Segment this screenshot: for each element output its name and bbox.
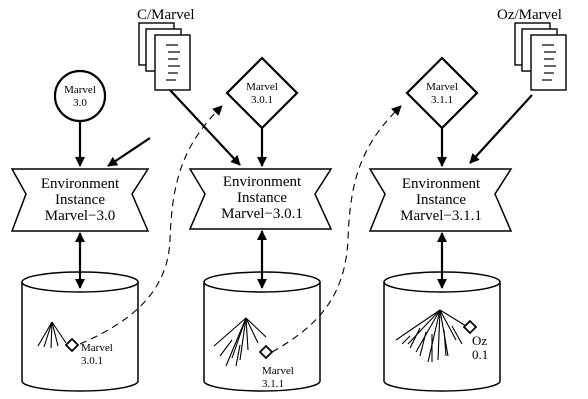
cylinder-body [383, 282, 501, 392]
small-tree-icon [37, 321, 67, 349]
environment-instance-1: Environment Instance Marvel−3.0 [10, 168, 150, 232]
database-1-line1: Marvel [81, 342, 113, 354]
environment-banner-shape [368, 168, 513, 232]
dashed-arrow-db1-to-marvel301 [79, 105, 223, 345]
database-2-line2: 3.1.1 [262, 378, 284, 390]
marvel-3-0-1-node: Marvel 3.0.1 [225, 56, 299, 130]
cylinder-body [21, 282, 139, 392]
environment-1-line3: Marvel−3.0 [45, 208, 116, 224]
c-marvel-source: C/Marvel [137, 7, 195, 91]
marvel-3-0-node: Marvel 3.0 [53, 69, 107, 123]
environment-3-line2: Instance [416, 192, 466, 208]
database-3: Oz 0.1 [383, 271, 501, 392]
database-3-line2: 0.1 [472, 347, 488, 362]
environment-2-line2: Instance [237, 190, 287, 206]
oz-marvel-label: Oz/Marvel [497, 7, 562, 23]
environment-banner-shape [188, 168, 333, 230]
diamond-marker-icon [64, 337, 80, 353]
marvel-3-1-1-node: Marvel 3.1.1 [405, 56, 479, 130]
database-2: Marvel 3.1.1 [203, 271, 321, 392]
arrow-cmarvel-to-env1 [107, 137, 151, 167]
medium-tree-icon [213, 317, 267, 367]
marvel-3-0-1-line1: Marvel [246, 81, 278, 93]
environment-banner-shape [10, 168, 150, 232]
marvel-3-0-line2: 3.0 [73, 97, 87, 109]
solid-arrows [75, 89, 533, 289]
marvel-3-1-1-line1: Marvel [426, 81, 458, 93]
environment-3-line3: Marvel−3.1.1 [400, 208, 482, 224]
database-3-line1: Oz [472, 333, 487, 348]
diamond-node-shape [405, 56, 479, 130]
large-tree-icon [395, 309, 467, 363]
c-marvel-label: C/Marvel [137, 7, 195, 23]
environment-instance-3: Environment Instance Marvel−3.1.1 [368, 168, 513, 232]
oz-marvel-document-stack-icon [514, 22, 567, 91]
environment-1-line2: Instance [55, 192, 105, 208]
environment-3-line1: Environment [402, 176, 481, 192]
marvel-3-1-1-line2: 3.1.1 [431, 94, 453, 106]
oz-marvel-source: Oz/Marvel [497, 7, 567, 91]
marvel-3-0-1-line2: 3.0.1 [251, 94, 273, 106]
database-1-line2: 3.0.1 [81, 355, 103, 367]
database-2-line1: Marvel [262, 365, 294, 377]
marvel-3-0-line1: Marvel [64, 84, 96, 96]
circle-node-shape [53, 69, 107, 123]
environment-2-line1: Environment [223, 174, 302, 190]
diamond-marker-icon [258, 344, 274, 360]
cylinder-body [203, 282, 321, 392]
environment-1-line1: Environment [41, 176, 120, 192]
diamond-marker-icon [462, 319, 478, 335]
diamond-node-shape [225, 56, 299, 130]
environment-2-line3: Marvel−3.0.1 [221, 206, 303, 222]
arrow-ozmarvel-to-env3 [469, 94, 533, 164]
database-1: Marvel 3.0.1 [21, 271, 139, 392]
environment-instance-2: Environment Instance Marvel−3.0.1 [188, 168, 333, 230]
c-marvel-document-stack-icon [138, 22, 191, 91]
arrow-cmarvel-to-env2 [169, 89, 241, 166]
dashed-arrows [79, 105, 402, 353]
